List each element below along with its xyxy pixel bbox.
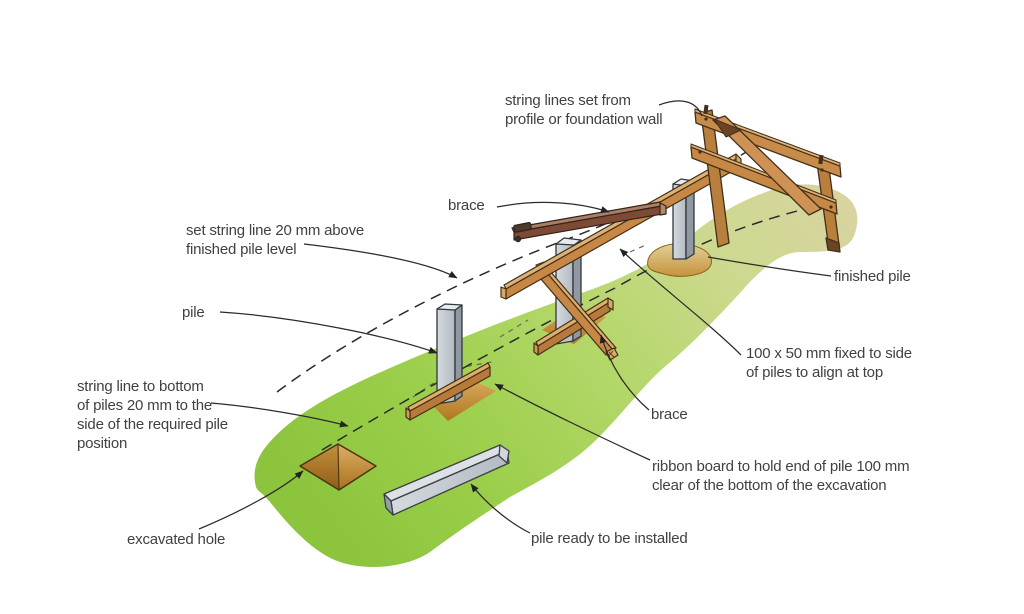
leader-excavated-hole <box>198 470 304 530</box>
backfill-patch <box>426 381 496 421</box>
label-line: pile ready to be installed <box>531 530 688 547</box>
ribbon-board-first <box>405 362 491 421</box>
label-line: of piles 20 mm to the <box>77 397 213 414</box>
label-finished-pile: finished pile <box>834 267 911 286</box>
leader-string-lines <box>658 100 703 117</box>
backfill-mound <box>647 243 712 277</box>
label-line: 100 x 50 mm fixed to side <box>746 345 912 362</box>
profile-left-post <box>700 109 730 248</box>
label-line: of piles to align at top <box>746 364 883 381</box>
label-ribbon-board: ribbon board to hold end of pile 100 mm … <box>652 457 910 495</box>
label-line: side of the required pile <box>77 416 228 433</box>
label-line: brace <box>448 197 485 214</box>
label-line: position <box>77 435 128 452</box>
profile-frame <box>690 104 842 253</box>
leader-pile <box>219 311 438 354</box>
leader-brace-top <box>496 201 610 213</box>
diagonal-brace-middle <box>533 261 619 361</box>
label-line: set string line 20 mm above <box>186 222 365 239</box>
label-line: profile or foundation wall <box>505 111 663 128</box>
pile-ready-to-install <box>383 444 510 516</box>
upper-string-line <box>276 150 749 393</box>
leader-brace-right <box>599 334 650 411</box>
label-set-string-line: set string line 20 mm above finished pil… <box>186 221 364 259</box>
label-line: string line to bottom <box>77 378 204 395</box>
label-string-line-bottom: string line to bottom of piles 20 mm to … <box>77 377 228 453</box>
label-line: ribbon board to hold end of pile 100 mm <box>652 458 910 475</box>
ground-area <box>254 184 858 567</box>
leader-finished-pile <box>707 256 832 277</box>
label-pile: pile <box>182 303 205 322</box>
first-pile-group <box>405 303 496 421</box>
label-brace-right: brace <box>651 405 688 424</box>
label-line: string lines set from <box>505 92 631 109</box>
profile-pegs <box>698 104 833 209</box>
label-rail-100x50: 100 x 50 mm fixed to side of piles to al… <box>746 344 912 382</box>
upper-dark-brace <box>511 201 667 243</box>
leader-pile-ready <box>470 483 531 534</box>
label-excavated-hole: excavated hole <box>127 530 225 549</box>
label-line: pile <box>182 304 205 321</box>
leader-ribbon-board <box>494 383 651 461</box>
label-pile-ready: pile ready to be installed <box>531 529 688 548</box>
leader-rail-100x50 <box>619 248 742 356</box>
clamp <box>513 221 532 243</box>
profile-diagonal-brace <box>712 115 822 216</box>
label-brace-top: brace <box>448 196 485 215</box>
leader-set-string-line <box>303 243 458 279</box>
label-line: brace <box>651 406 688 423</box>
pile-post <box>436 303 463 405</box>
label-line: finished pile <box>834 268 911 285</box>
label-line: excavated hole <box>127 531 226 548</box>
label-line: clear of the bottom of the excavation <box>652 477 887 494</box>
excavated-hole <box>299 443 377 491</box>
leader-string-line-bottom <box>210 402 349 428</box>
label-line: finished pile level <box>186 241 297 258</box>
label-string-lines: string lines set from profile or foundat… <box>505 91 663 129</box>
middle-pile-group <box>533 237 619 361</box>
annotation-leaders <box>198 100 832 534</box>
